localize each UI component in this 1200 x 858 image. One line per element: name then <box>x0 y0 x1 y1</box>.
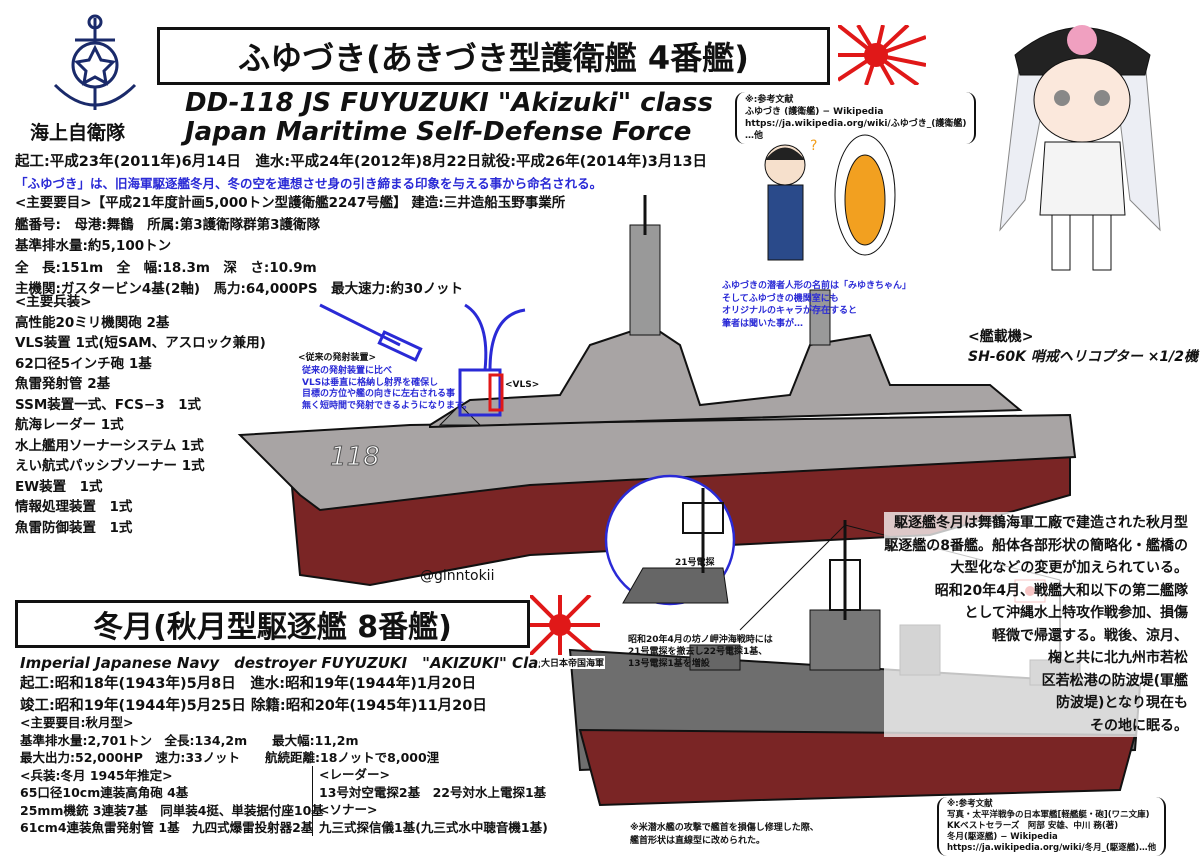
weapon-item: 情報処理装置 1式 <box>15 499 133 515</box>
weapon-item: 62口径5インチ砲 1基 <box>15 355 152 372</box>
crew-doll-illustration: ? <box>764 134 896 261</box>
naming-note: 「ふゆづき」は、旧海軍駆逐艦冬月、冬の空を連想させ身の引き締まる印象を与える事か… <box>15 176 603 191</box>
force-name: Japan Maritime Self-Defense Force <box>185 117 692 147</box>
spec-line: 艦番号: 母港:舞鶴 所属:第3護衛隊群第3護衛隊 <box>15 216 320 233</box>
artist-credit: @ginntokii <box>420 568 495 584</box>
mascot-note: ふゆづきの潜者人形の名前は「みゆきちゃん」そしてふゆづきの機関室にもオリジナルの… <box>722 281 912 329</box>
spec-line: 基準排水量:約5,100トン <box>15 238 172 254</box>
weapon-item: 魚雷発射管 2基 <box>15 376 111 392</box>
spec-line: 全 長:151m 全 幅:18.3m 深 さ:10.9m <box>15 259 317 276</box>
rising-sun-naval-flag <box>530 595 600 655</box>
rising-sun-flag <box>838 25 926 85</box>
weapons-heading: <主要兵装> <box>15 294 92 310</box>
jmsdf-anchor-emblem <box>53 14 137 110</box>
weapon-item: VLS装置 1式(短SAM、アスロック兼用) <box>15 335 266 351</box>
ww2-title: 冬月(秋月型駆逐艦 8番艦) <box>15 600 530 648</box>
superstructure <box>429 323 1023 429</box>
vls-label: <VLS> <box>505 380 540 390</box>
org-label: 海上自衛隊 <box>30 122 126 144</box>
ww2-specs: <主要要目:秋月型>基準排水量:2,701トン 全長:134,2m 最大幅:11… <box>20 715 440 835</box>
weapon-item: SSM装置一式、FCS−3 1式 <box>15 396 201 413</box>
reference-box-ww2: ※:参考文献写真・太平洋戦争の日本軍艦[軽艦艇・砲](ワニ文庫)KKベストセラー… <box>937 797 1167 856</box>
ijn-label: 大日本帝国海軍 <box>540 656 606 669</box>
launcher-comparison-sketch <box>319 303 526 417</box>
launcher-label: <従来の発射装置> <box>298 353 377 363</box>
reference-line: …他 <box>745 131 764 141</box>
modern-specs: <主要要目>【平成21年度計画5,000トン型護衛艦2247号艦】 建造:三井造… <box>15 193 565 301</box>
aircraft: SH-60K 哨戒ヘリコプター ×1/2機 <box>968 349 1199 365</box>
weapon-item: 航海レーダー 1式 <box>15 417 124 433</box>
spec-line: 主機関:ガスタービン4基(2軸) 馬力:64,000PS 最大速力:約30ノット <box>15 281 464 297</box>
reference-box-modern: ※:参考文献 ふゆづき (護衛艦) − Wikipedia https://ja… <box>735 92 977 144</box>
ww2-subtitle: Imperial Japanese Navy destroyer FUYUZUK… <box>20 654 557 672</box>
reference-link[interactable]: https://ja.wikipedia.org/wiki/冬月_(駆逐艦)…他 <box>947 843 1157 853</box>
bow-note: ※米潜水艦の攻撃で艦首を損傷し修理した際、艦首形状は直線型に改められた。 <box>630 823 819 846</box>
character-illustration <box>999 25 1161 271</box>
radar-inset-circle <box>604 474 736 606</box>
spec-line: <主要要目>【平成21年度計画5,000トン型護衛艦2247号艦】 建造:三井造… <box>15 195 566 211</box>
svg-text:?: ? <box>810 138 817 154</box>
aircraft-heading: <艦載機> <box>968 329 1034 345</box>
weapon-item: 高性能20ミリ機関砲 2基 <box>15 314 170 331</box>
weapon-item: EW装置 1式 <box>15 478 103 495</box>
ww2-dates: 起工:昭和18年(1943年)5月8日 進水:昭和19年(1944年)1月20日… <box>20 676 487 714</box>
reference-line: ふゆづき (護衛艦) − Wikipedia <box>745 107 884 117</box>
radar-callout: 21号電探 <box>675 558 715 568</box>
ww2-sensors: <レーダー>13号対空電探2基 22号対水上電探1基<ソナー>九三式探信儀1基(… <box>312 766 548 836</box>
weapon-item: 魚雷防御装置 1式 <box>15 519 133 536</box>
page-title: ふゆづき(あきづき型護衛艦 4番艦) <box>157 27 830 85</box>
reference-link[interactable]: https://ja.wikipedia.org/wiki/ふゆづき_(護衛艦) <box>745 119 967 129</box>
weapon-item: えい航式パッシブソーナー 1式 <box>15 458 205 474</box>
modern-weapons: <主要兵装> 高性能20ミリ機関砲 2基 VLS装置 1式(短SAM、アスロック… <box>15 292 266 538</box>
modern-dates: 起工:平成23年(2011年)6月14日 進水:平成24年(2012年)8月22… <box>15 154 708 170</box>
reference-line: ※:参考文献 <box>745 95 794 105</box>
hull-number: 118 <box>330 442 380 472</box>
weapon-item: 水上艦用ソーナーシステム 1式 <box>15 437 204 454</box>
ship-designation: DD-118 JS FUYUZUKI "Akizuki" class <box>185 88 713 118</box>
ww2-history: 駆逐艦冬月は舞鶴海軍工廠で建造された秋月型駆逐艦の8番艦。船体各部形状の簡略化・… <box>884 512 1188 737</box>
